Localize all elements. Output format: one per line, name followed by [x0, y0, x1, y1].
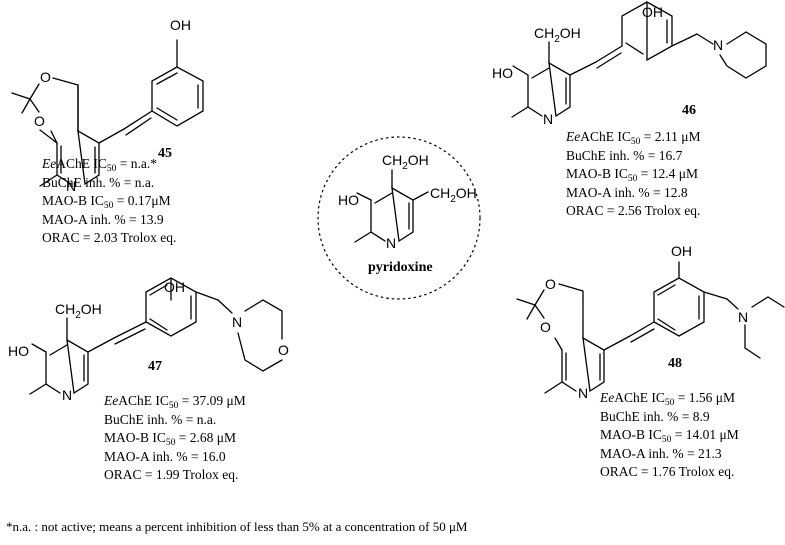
row-maob-47: MAO-B IC50 = 2.68 μM — [104, 430, 237, 449]
atom-namine-48: N — [738, 309, 748, 325]
atom-n-46: N — [543, 111, 553, 127]
atom-ch2oh-47: CH2OH — [55, 301, 102, 321]
row-orac-46: ORAC = 2.56 Trolox eq. — [566, 203, 701, 219]
compound-id-47: 47 — [148, 359, 162, 374]
atom-oh-47: OH — [164, 279, 185, 295]
atom-ho-47: HO — [8, 343, 29, 359]
atom-o-48b: O — [540, 319, 551, 335]
compound-id-48: 48 — [668, 356, 682, 371]
row-maoa-48: MAO-A inh. % = 21.3 — [600, 445, 722, 461]
structure-45: OH N O O 45 — [11, 17, 204, 194]
row-maob-48: MAO-B IC50 = 14.01 μM — [600, 427, 739, 446]
atom-oh-48: OH — [671, 243, 692, 259]
atom-nmor-47: N — [232, 314, 242, 330]
row-maoa-47: MAO-A inh. % = 16.0 — [104, 448, 226, 464]
structure-48: OH N O O N 48 — [516, 243, 785, 401]
row-orac-47: ORAC = 1.99 Trolox eq. — [104, 467, 239, 483]
atom-oh-45: OH — [170, 17, 191, 33]
row-eeache-45: EeAChE IC50 = n.a.* — [42, 156, 157, 174]
compound-id-45: 45 — [158, 146, 172, 161]
row-maob-45: MAO-B IC50 = 0.17μM — [42, 193, 171, 212]
atom-ho-46: HO — [492, 65, 513, 81]
compound-id-46: 46 — [682, 103, 696, 118]
row-buche-48: BuChE inh. % = 8.9 — [600, 408, 710, 424]
row-orac-48: ORAC = 1.76 Trolox eq. — [600, 464, 735, 480]
atom-o-45b: O — [34, 113, 45, 129]
pyridoxine-dashed-circle — [317, 136, 481, 300]
atom-o-48a: O — [545, 276, 556, 292]
data-block-46: EeAChE IC50 = 2.11 μM BuChE inh. % = 16.… — [566, 128, 701, 221]
footnote: *n.a. : not active; means a percent inhi… — [6, 519, 468, 534]
row-buche-47: BuChE inh. % = n.a. — [104, 411, 217, 427]
structure-pyridoxine: HO CH2OH CH2OH N pyridoxine — [317, 136, 481, 300]
structure-47: OH HO CH2OH N N O 47 — [8, 277, 289, 403]
atom-n-47: N — [62, 387, 72, 403]
row-maob-46: MAO-B IC50 = 12.4 μM — [566, 166, 699, 185]
atom-ch2oh-right: CH2OH — [430, 185, 477, 205]
structure-46: OH HO CH2OH N N 46 — [492, 0, 767, 127]
atom-o-45a: O — [40, 69, 51, 85]
atom-oh-46: OH — [642, 4, 663, 20]
atom-omor-47: O — [278, 342, 289, 358]
row-maoa-45: MAO-A inh. % = 13.9 — [42, 211, 164, 227]
row-eeache-48: EeAChE IC50 = 1.56 μM — [600, 390, 735, 408]
row-buche-45: BuChE inh. % = n.a. — [42, 174, 155, 190]
atom-ch2oh-46: CH2OH — [534, 25, 581, 45]
atom-npip-46: N — [713, 37, 723, 53]
data-block-47: EeAChE IC50 = 37.09 μM BuChE inh. % = n.… — [104, 392, 246, 485]
data-block-48: EeAChE IC50 = 1.56 μM BuChE inh. % = 8.9… — [600, 389, 739, 482]
row-orac-45: ORAC = 2.03 Trolox eq. — [42, 230, 177, 246]
atom-n-48: N — [578, 385, 588, 401]
atom-n-pyridoxine: N — [386, 235, 396, 251]
row-eeache-47: EeAChE IC50 = 37.09 μM — [104, 393, 246, 411]
atom-ho-pyridoxine: HO — [338, 192, 359, 208]
row-eeache-46: EeAChE IC50 = 2.11 μM — [566, 129, 701, 147]
atom-ch2oh-top: CH2OH — [382, 152, 429, 172]
pyridoxine-label: pyridoxine — [368, 260, 433, 275]
row-buche-46: BuChE inh. % = 16.7 — [566, 147, 683, 163]
row-maoa-46: MAO-A inh. % = 12.8 — [566, 184, 688, 200]
atom-n-45: N — [66, 178, 76, 194]
data-block-45: EeAChE IC50 = n.a.* BuChE inh. % = n.a. … — [42, 155, 176, 248]
